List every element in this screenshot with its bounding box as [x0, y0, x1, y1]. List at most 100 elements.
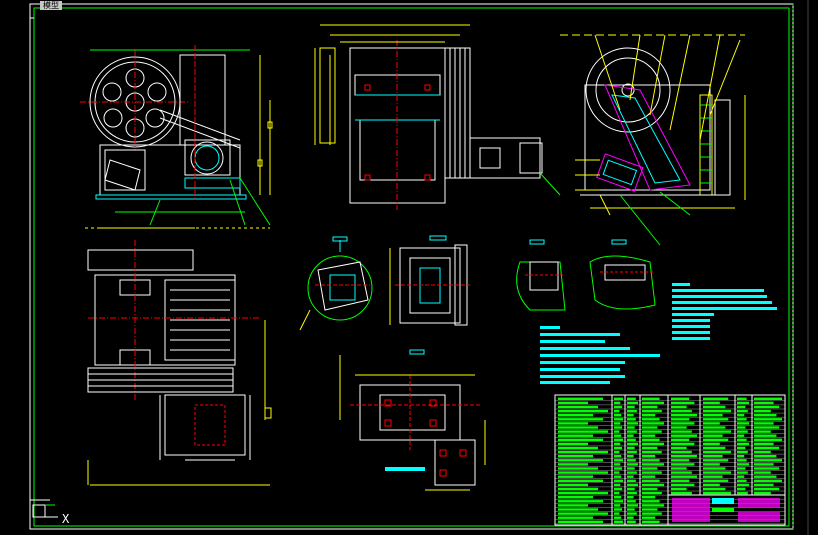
- bom-cell: [558, 483, 588, 487]
- bom-cell: [614, 459, 623, 462]
- bom-cell: [558, 405, 598, 409]
- bom-cell: [614, 496, 622, 499]
- bom-cell: [614, 434, 622, 437]
- top-plan: [314, 24, 561, 210]
- bom-cell: [737, 442, 749, 446]
- bom-cell: [737, 491, 748, 495]
- bom-cell: [703, 450, 731, 454]
- bom-cell: [671, 450, 692, 454]
- bom-cell: [754, 430, 771, 433]
- bom-cell: [703, 491, 731, 495]
- bom-cell: [737, 450, 748, 454]
- bom-cell: [558, 463, 588, 466]
- bom-cell: [627, 467, 635, 470]
- bom-cell: [558, 516, 593, 519]
- bom-cell: [671, 430, 692, 433]
- bom-cell: [737, 459, 747, 462]
- bom-cell: [737, 418, 747, 421]
- bom-cell: [703, 442, 720, 446]
- bom-cell: [703, 479, 729, 482]
- bom-cell: [627, 491, 637, 495]
- bom-cell: [558, 401, 588, 405]
- bom-cell: [642, 446, 658, 450]
- bom-cell: [754, 479, 782, 482]
- bom-cell: [642, 426, 658, 429]
- bom-cell: [737, 414, 745, 417]
- bom-cell: [642, 455, 656, 458]
- bom-cell: [642, 471, 662, 474]
- bom-cell: [614, 397, 623, 400]
- bom-cell: [614, 446, 623, 450]
- bom-cell: [614, 516, 622, 519]
- bom-cell: [558, 414, 593, 417]
- bom-cell: [754, 422, 774, 425]
- bom-cell: [703, 438, 729, 441]
- bom-cell: [558, 512, 608, 515]
- bom-cell: [558, 426, 598, 429]
- bom-cell: [642, 430, 662, 433]
- bom-cell: [671, 442, 695, 446]
- bom-cell: [671, 438, 690, 441]
- bom-cell: [754, 459, 782, 462]
- bom-cell: [754, 434, 777, 437]
- bom-cell: [754, 442, 774, 446]
- bom-cell: [737, 479, 747, 482]
- bom-cell: [703, 487, 726, 491]
- bom-cell: [558, 504, 588, 507]
- bom-cell: [614, 430, 620, 433]
- bom-cell: [558, 500, 603, 503]
- bom-cell: [671, 405, 687, 409]
- bom-cell: [642, 442, 664, 446]
- bom-cell: [642, 438, 660, 441]
- bom-cell: [558, 475, 593, 478]
- bom-cell: [642, 414, 656, 417]
- bom-cell: [558, 471, 608, 474]
- bom-cell: [671, 418, 690, 421]
- bom-cell: [558, 508, 598, 511]
- bom-cell: [627, 463, 638, 466]
- bom-cell: [642, 496, 656, 499]
- bom-cell: [671, 487, 687, 491]
- bom-cell: [627, 520, 636, 523]
- bom-cell: [754, 475, 777, 478]
- bom-cell: [558, 491, 608, 495]
- bom-cell: [627, 483, 638, 487]
- bom-cell: [754, 405, 780, 409]
- bom-cell: [614, 463, 621, 466]
- bom-cell: [558, 442, 588, 446]
- bom-cell: [614, 479, 623, 482]
- bom-cell: [627, 409, 637, 413]
- bom-cell: [737, 438, 747, 441]
- bom-cell: [614, 442, 621, 446]
- bom-cell: [627, 442, 638, 446]
- bom-cell: [671, 397, 690, 400]
- bom-cell: [703, 397, 729, 400]
- bom-cell: [642, 512, 662, 515]
- bearing-detail-a: [299, 236, 373, 331]
- bom-cell: [671, 426, 687, 429]
- bom-cell: [627, 479, 636, 482]
- bom-cell: [703, 422, 720, 425]
- layout-tab-model[interactable]: 模型: [40, 1, 62, 10]
- bom-cell: [754, 409, 771, 413]
- bom-cell: [627, 471, 637, 474]
- bom-cell: [614, 450, 620, 454]
- bom-cell: [703, 467, 726, 470]
- bom-cell: [754, 418, 782, 421]
- bom-cell: [754, 397, 782, 400]
- bom-cell: [614, 426, 623, 429]
- bom-cell: [558, 418, 603, 421]
- bom-cell: [754, 463, 774, 466]
- bearing-detail-b: [389, 235, 470, 326]
- bom-cell: [703, 483, 720, 487]
- bom-cell: [703, 405, 726, 409]
- parts-list-table: [554, 394, 786, 526]
- bom-cell: [614, 520, 623, 523]
- bom-cell: [558, 459, 603, 462]
- bom-cell: [558, 496, 593, 499]
- ucs-icon: [32, 504, 58, 518]
- bom-cell: [642, 418, 660, 421]
- bom-cell: [754, 483, 774, 487]
- bom-cell: [703, 418, 729, 421]
